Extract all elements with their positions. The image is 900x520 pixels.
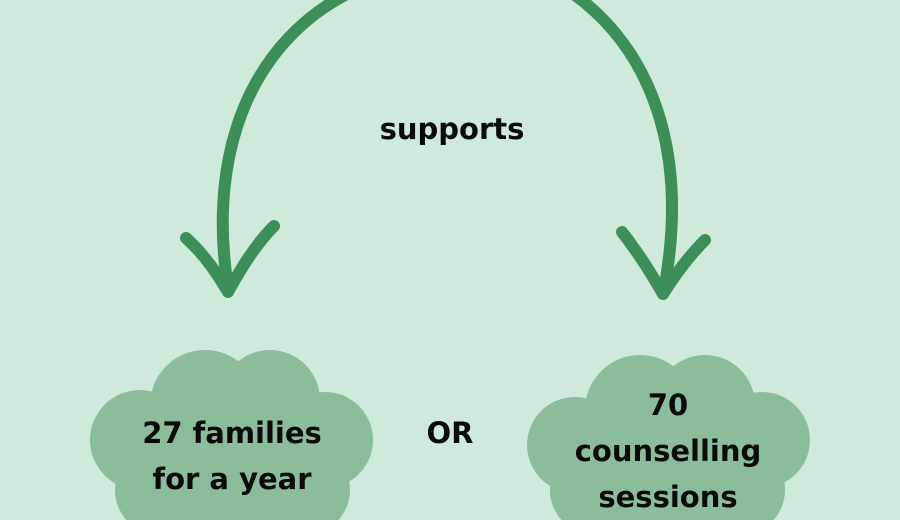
- right-cloud: [527, 355, 810, 520]
- right-option-text: 70 counselling sessions: [548, 382, 788, 520]
- right-option-line1: 70: [647, 388, 689, 422]
- supports-label: supports: [379, 112, 525, 146]
- left-arrow: [180, 0, 349, 298]
- right-option-line3: sessions: [598, 480, 738, 514]
- or-separator: OR: [426, 416, 474, 450]
- left-option-text: 27 families for a year: [112, 410, 352, 502]
- left-option-line1: 27 families: [142, 416, 322, 450]
- left-cloud: [90, 350, 373, 520]
- left-option-line2: for a year: [152, 462, 312, 496]
- right-arrow: [571, 0, 711, 300]
- right-option-line2: counselling: [574, 434, 762, 468]
